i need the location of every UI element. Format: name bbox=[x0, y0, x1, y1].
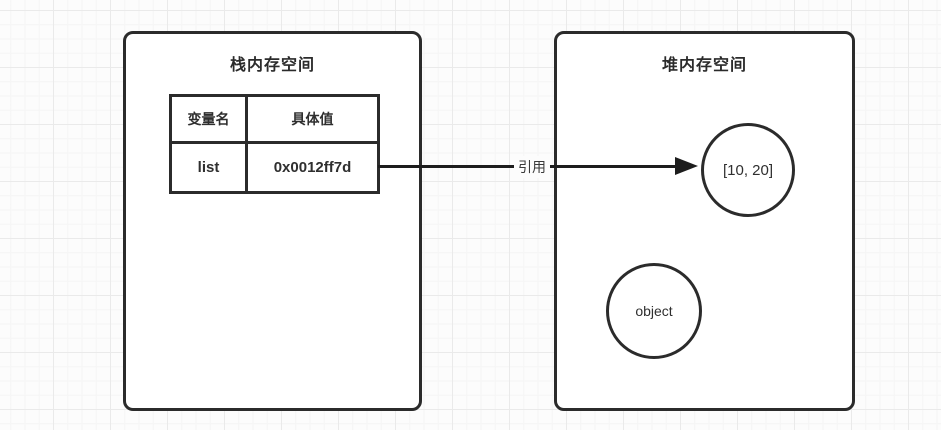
stack-memory-title: 栈内存空间 bbox=[229, 57, 315, 74]
reference-arrowhead-icon bbox=[675, 157, 698, 175]
variable-table: 变量名 具体值 list 0x0012ff7d bbox=[169, 94, 380, 194]
table-header-row: 变量名 具体值 bbox=[172, 97, 377, 144]
object-node-circle: object bbox=[606, 263, 702, 359]
list-value-node-label: [10, 20] bbox=[722, 161, 774, 179]
reference-arrow-label: 引用 bbox=[514, 156, 550, 178]
object-node-label: object bbox=[635, 303, 673, 319]
stack-memory-box: 栈内存空间 变量名 具体值 list 0x0012ff7d bbox=[123, 31, 422, 411]
cell-variable-name: list bbox=[172, 144, 248, 191]
heap-memory-title: 堆内存空间 bbox=[661, 57, 747, 74]
header-cell-value: 具体值 bbox=[248, 97, 377, 144]
heap-memory-box: 堆内存空间 [10, 20] object bbox=[554, 31, 855, 411]
header-cell-variable-name: 变量名 bbox=[172, 97, 248, 144]
table-row: list 0x0012ff7d bbox=[172, 144, 377, 191]
cell-variable-value: 0x0012ff7d bbox=[273, 159, 352, 176]
list-value-node-circle: [10, 20] bbox=[701, 123, 795, 217]
